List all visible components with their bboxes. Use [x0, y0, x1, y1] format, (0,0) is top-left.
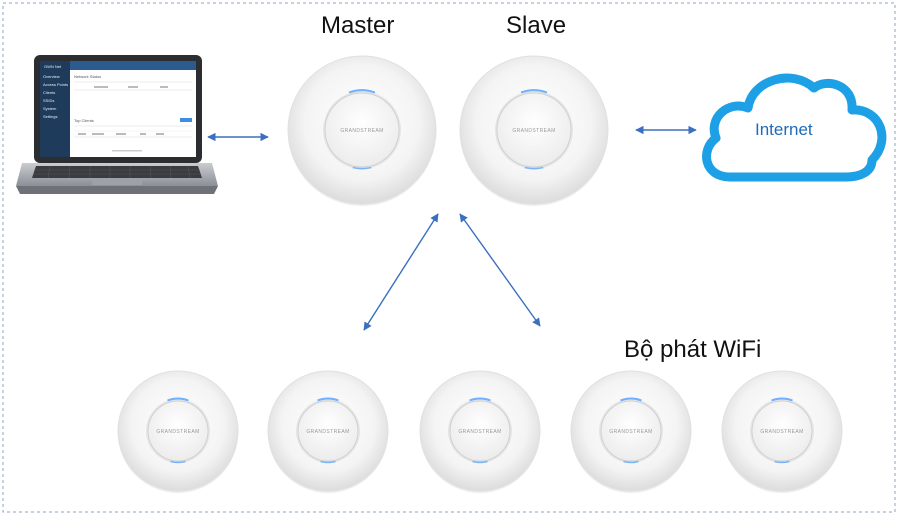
- wifi-access-point-icon: GRANDSTREAM: [117, 370, 239, 493]
- master-access-point-icon: GRANDSTREAM: [287, 55, 437, 206]
- slave-access-point-icon: GRANDSTREAM: [459, 55, 609, 206]
- device-brand-text: GRANDSTREAM: [458, 429, 501, 435]
- wifi-access-point-icon: GRANDSTREAM: [419, 370, 541, 493]
- connection-arrow: [363, 213, 439, 331]
- laptop-section-a: Network Status: [74, 74, 101, 79]
- device-brand-text: GRANDSTREAM: [760, 429, 803, 435]
- wifi-ap-label: Bộ phát WiFi: [624, 336, 762, 363]
- wifi-access-point-icon: GRANDSTREAM: [267, 370, 389, 493]
- laptop-sidebar-item: Overview: [43, 74, 60, 79]
- laptop-sidebar-item: Access Points: [43, 82, 68, 87]
- laptop-sidebar-item: Clients: [43, 90, 55, 95]
- slave-label: Slave: [506, 12, 567, 39]
- laptop-app-title: GWN Net: [44, 64, 62, 69]
- connection-arrows: [207, 125, 697, 331]
- device-brand-text: GRANDSTREAM: [512, 128, 555, 134]
- connection-arrow: [459, 213, 541, 327]
- laptop-sidebar-item: Settings: [43, 114, 57, 119]
- laptop-sidebar-item: System: [43, 106, 57, 111]
- laptop-section-b: Top Clients: [74, 118, 94, 123]
- internet-label: Internet: [755, 120, 813, 139]
- wifi-access-point-icon: GRANDSTREAM: [570, 370, 692, 493]
- device-brand-text: GRANDSTREAM: [340, 128, 383, 134]
- device-brand-text: GRANDSTREAM: [156, 429, 199, 435]
- internet-cloud-icon: [702, 73, 887, 182]
- laptop-sidebar-item: SSIDs: [43, 98, 54, 103]
- device-brand-text: GRANDSTREAM: [609, 429, 652, 435]
- device-brand-text: GRANDSTREAM: [306, 429, 349, 435]
- access-points: GRANDSTREAM GRANDSTREAM GRANDSTREAM GRANDST…: [117, 55, 843, 493]
- diagram-border: [2, 2, 896, 513]
- master-label: Master: [321, 12, 395, 39]
- wifi-access-point-icon: GRANDSTREAM: [721, 370, 843, 493]
